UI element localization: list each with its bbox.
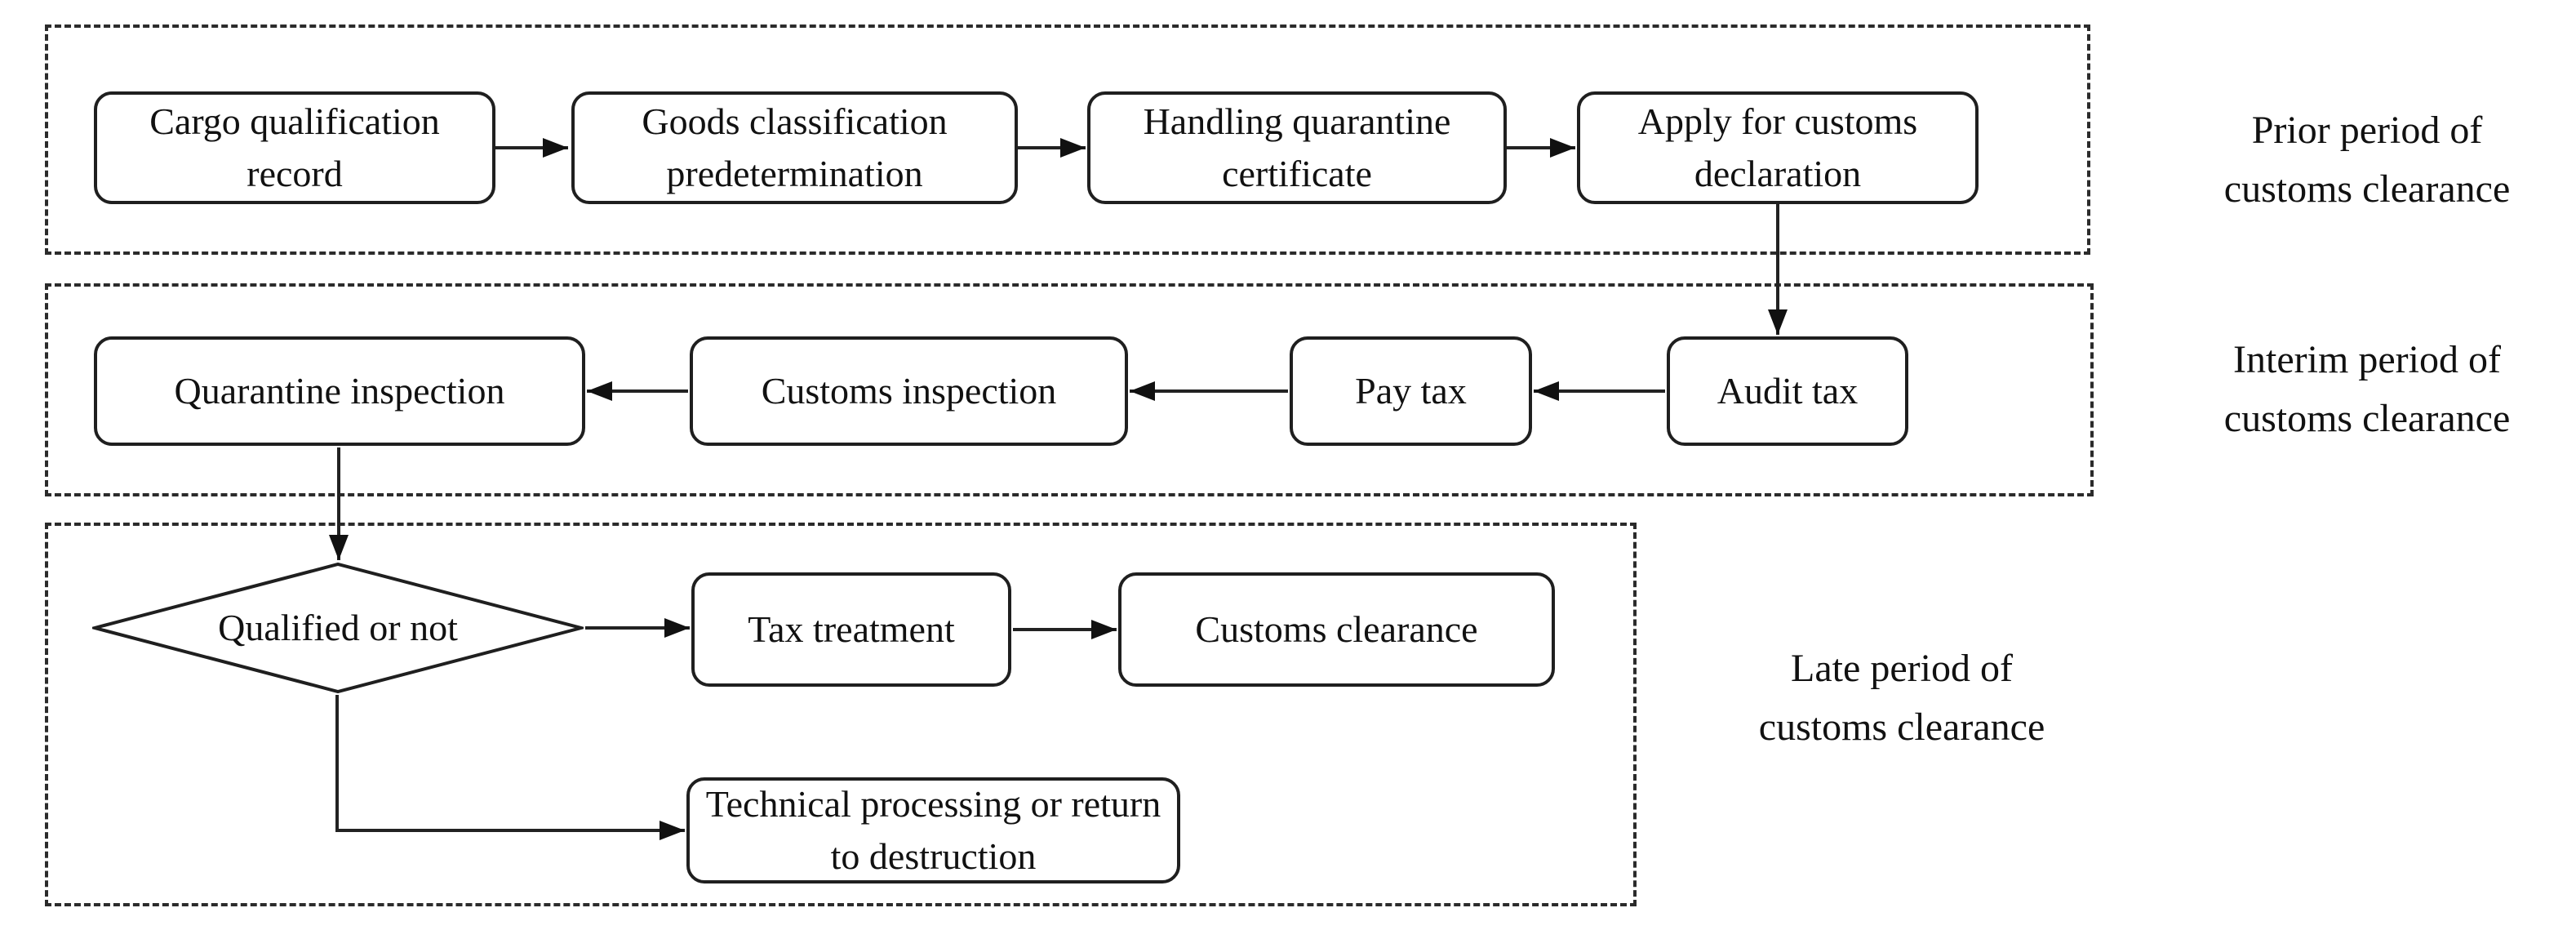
prior-period-label-line-1: Prior period of <box>2251 109 2483 152</box>
prior-period-label-line-2: customs clearance <box>2223 167 2511 211</box>
node-customs-clearance-label: Customs clearance <box>1195 608 1478 650</box>
late-period-label: Late period of customs clearance <box>1759 639 2045 757</box>
node-pay-tax-label: Pay tax <box>1355 370 1467 412</box>
node-handling-quarantine-certificate-label: Handling quarantine certificate <box>1143 100 1451 194</box>
prior-period-label: Prior period of customs clearance <box>2224 101 2510 219</box>
late-period-label-line-2: customs clearance <box>1758 705 2045 749</box>
node-goods-classification-predetermination: Goods classification predetermination <box>571 91 1018 204</box>
node-apply-for-customs-declaration-label: Apply for customs declaration <box>1637 100 1918 194</box>
prior-period-container <box>45 24 2090 255</box>
node-technical-processing-or-return-label: Technical processing or return to destru… <box>705 783 1161 877</box>
node-qualified-or-not-label: Qualified or not <box>218 607 458 648</box>
node-tax-treatment-label: Tax treatment <box>748 608 955 650</box>
node-audit-tax: Audit tax <box>1667 336 1908 446</box>
interim-period-label: Interim period of customs clearance <box>2224 331 2510 448</box>
node-quarantine-inspection: Quarantine inspection <box>94 336 585 446</box>
node-customs-inspection: Customs inspection <box>690 336 1128 446</box>
interim-period-container <box>45 283 2094 496</box>
node-goods-classification-predetermination-label: Goods classification predetermination <box>642 100 948 194</box>
node-technical-processing-or-return: Technical processing or return to destru… <box>686 777 1180 883</box>
late-period-container <box>45 523 1637 906</box>
interim-period-label-line-2: customs clearance <box>2223 397 2511 440</box>
node-cargo-qualification-record: Cargo qualification record <box>94 91 495 204</box>
diamond-shape <box>92 562 584 694</box>
node-quarantine-inspection-label: Quarantine inspection <box>174 370 505 412</box>
node-cargo-qualification-record-label: Cargo qualification record <box>149 100 440 194</box>
node-handling-quarantine-certificate: Handling quarantine certificate <box>1087 91 1507 204</box>
node-apply-for-customs-declaration: Apply for customs declaration <box>1577 91 1979 204</box>
node-qualified-or-not: Qualified or not <box>92 562 584 694</box>
node-audit-tax-label: Audit tax <box>1717 370 1859 412</box>
node-customs-inspection-label: Customs inspection <box>761 370 1057 412</box>
late-period-label-line-1: Late period of <box>1791 647 2013 690</box>
node-tax-treatment: Tax treatment <box>691 572 1011 687</box>
interim-period-label-line-1: Interim period of <box>2233 338 2501 381</box>
node-pay-tax: Pay tax <box>1290 336 1532 446</box>
node-customs-clearance: Customs clearance <box>1118 572 1555 687</box>
